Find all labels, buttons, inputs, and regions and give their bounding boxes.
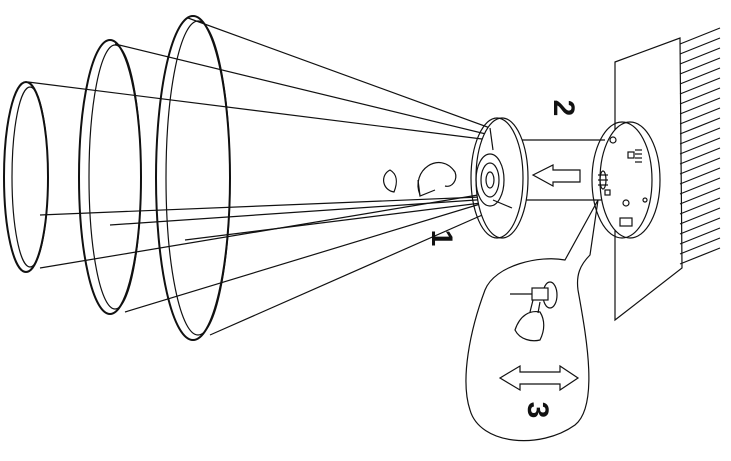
center-disc <box>470 117 529 239</box>
wall-hatching <box>679 27 721 265</box>
ring-small <box>3 81 49 273</box>
push-arrow-icon <box>531 164 581 188</box>
step-label-2: 2 <box>547 100 580 117</box>
ring-large <box>155 15 231 341</box>
screw-icon <box>598 170 608 190</box>
step-label-3: 3 <box>521 402 554 419</box>
projection-lines <box>27 17 506 336</box>
vent-icon <box>635 149 642 163</box>
callout-bubble <box>465 199 599 442</box>
step-label-1: 1 <box>425 230 458 247</box>
wall <box>614 27 721 322</box>
step-label-3-text: 3 <box>521 402 554 419</box>
adjust-arrow-icon <box>498 364 580 392</box>
mount-guide-lines <box>520 139 605 201</box>
wall-base <box>591 121 661 239</box>
step-label-1-text: 1 <box>425 230 458 247</box>
ring-medium <box>78 39 142 315</box>
step-label-2-text: 2 <box>547 100 580 117</box>
rotate-arrow-icon <box>383 161 457 197</box>
hand-screwdriver-icon <box>510 281 558 342</box>
